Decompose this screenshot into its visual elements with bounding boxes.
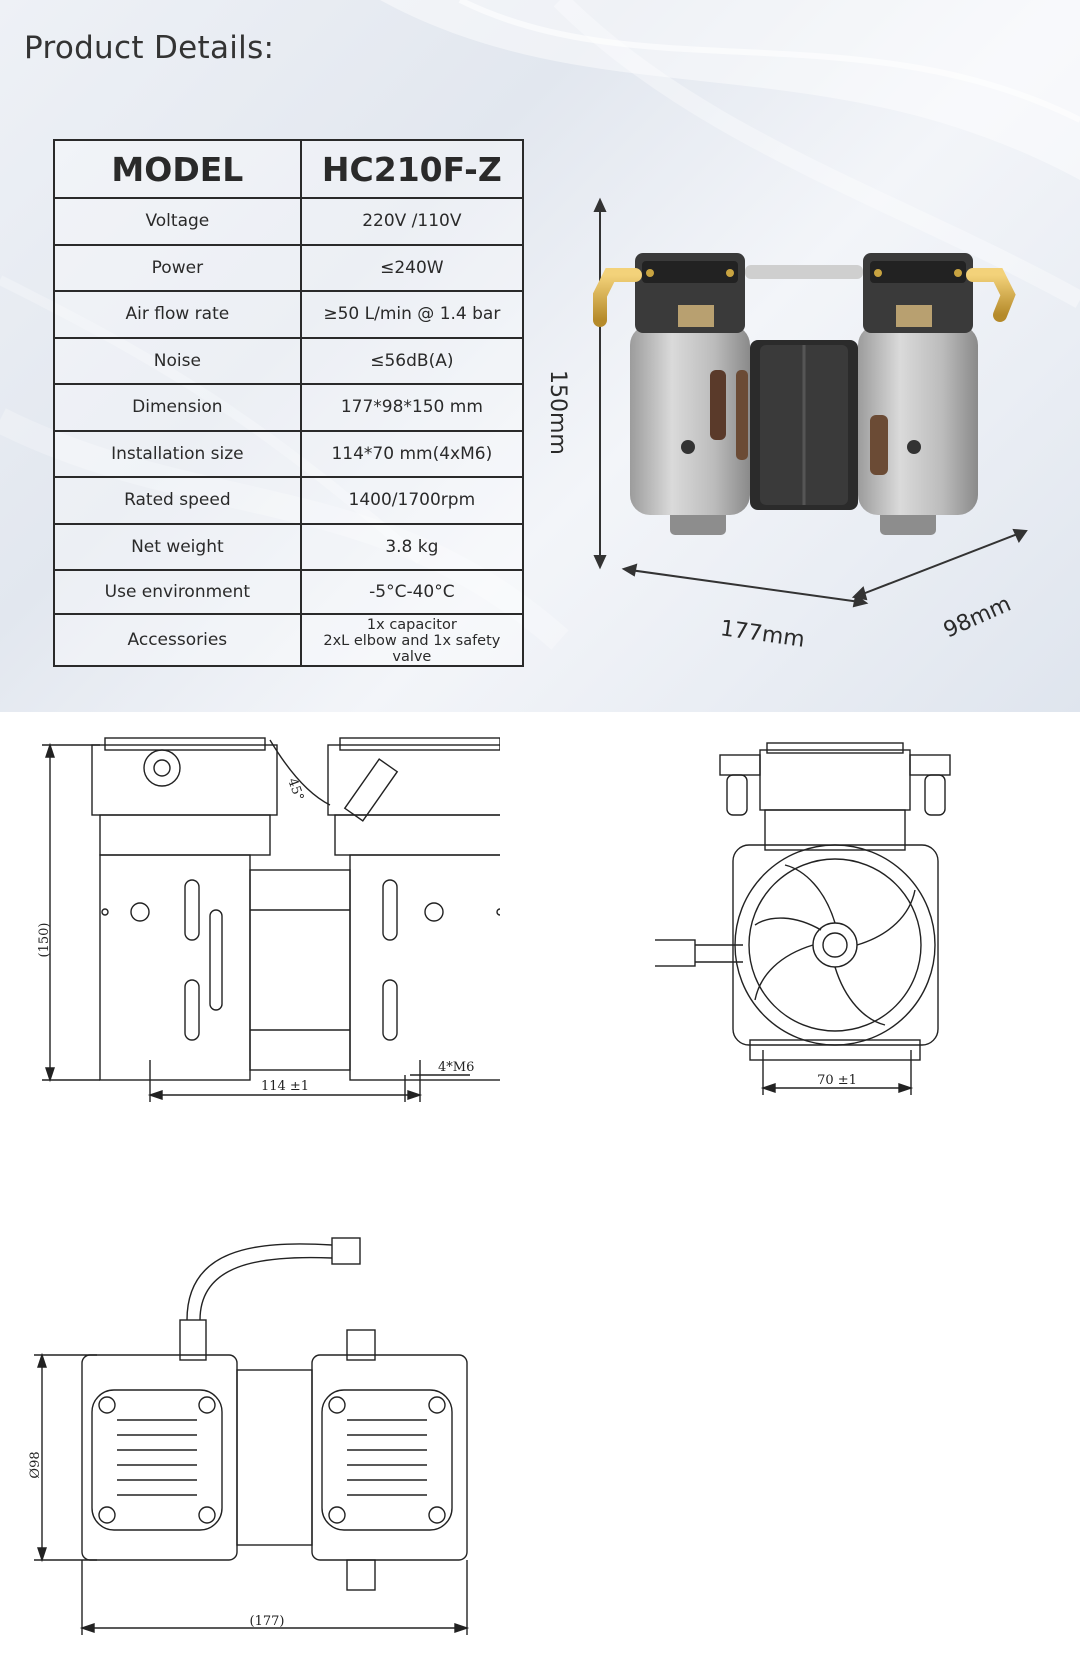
- table-row: Power ≤240W: [53, 243, 525, 292]
- row-value: ≥50 L/min @ 1.4 bar: [299, 290, 525, 339]
- table-row: Air flow rate ≥50 L/min @ 1.4 bar: [53, 290, 525, 339]
- row-value: 1400/1700rpm: [299, 476, 525, 525]
- page-title: Product Details:: [24, 30, 275, 66]
- height-dimension: 150mm: [545, 370, 570, 455]
- table-row: Dimension 177*98*150 mm: [53, 383, 525, 432]
- row-value: 177*98*150 mm: [299, 383, 525, 432]
- pump-photo: [593, 197, 1028, 608]
- row-value: -5°C-40°C: [299, 569, 525, 615]
- length-label: (177): [250, 1614, 285, 1629]
- row-value: 3.8 kg: [299, 522, 525, 571]
- row-label: Noise: [53, 336, 302, 385]
- table-row: Voltage 220V /110V: [53, 197, 525, 246]
- product-details-banner: Product Details: MODEL HC210F-Z Voltage …: [0, 0, 1080, 712]
- row-label: Dimension: [53, 383, 302, 432]
- bolts-label: 4*M6: [438, 1060, 474, 1075]
- model-value: HC210F-Z: [299, 139, 525, 199]
- accessories-value: 1x capacitor 2xL elbow and 1x safety val…: [299, 613, 525, 667]
- table-row: Accessories 1x capacitor 2xL elbow and 1…: [53, 613, 525, 667]
- row-label: Net weight: [53, 522, 302, 571]
- row-value: 114*70 mm(4xM6): [299, 429, 525, 478]
- table-row: Rated speed 1400/1700rpm: [53, 476, 525, 525]
- row-label: Installation size: [53, 429, 302, 478]
- mount-spacing-label: 114 ±1: [261, 1079, 309, 1094]
- row-label: Power: [53, 243, 302, 292]
- angle-label: 45°: [284, 776, 306, 803]
- table-row: Net weight 3.8 kg: [53, 522, 525, 571]
- mount-spacing-label: 70 ±1: [817, 1073, 857, 1088]
- table-row: Noise ≤56dB(A): [53, 336, 525, 385]
- row-label: Air flow rate: [53, 290, 302, 339]
- side-view-drawing: 70 ±1: [655, 742, 951, 1095]
- length-arrow: [621, 563, 869, 608]
- spec-table: MODEL HC210F-Z Voltage 220V /110V Power …: [53, 139, 525, 667]
- row-label: Voltage: [53, 197, 302, 246]
- table-row: Installation size 114*70 mm(4xM6): [53, 429, 525, 478]
- front-view-drawing: (150) 45° 114 ±1 4*M6: [37, 737, 500, 1102]
- diameter-label: Ø98: [28, 1451, 43, 1478]
- top-view-drawing: Ø98 (177): [28, 1237, 470, 1635]
- model-label: MODEL: [53, 139, 302, 199]
- row-value: 220V /110V: [299, 197, 525, 246]
- row-value: ≤56dB(A): [299, 336, 525, 385]
- accessories-line: 1x capacitor: [366, 617, 457, 633]
- row-label: Rated speed: [53, 476, 302, 525]
- table-row: Use environment -5°C-40°C: [53, 569, 525, 615]
- height-arrow: [593, 197, 607, 570]
- table-header-row: MODEL HC210F-Z: [53, 139, 525, 199]
- accessories-label: Accessories: [53, 613, 302, 667]
- width-arrow: [851, 528, 1028, 601]
- row-label: Use environment: [53, 569, 302, 615]
- accessories-line: 2xL elbow and 1x safety valve: [323, 633, 501, 665]
- height-label: (150): [37, 923, 52, 958]
- row-value: ≤240W: [299, 243, 525, 292]
